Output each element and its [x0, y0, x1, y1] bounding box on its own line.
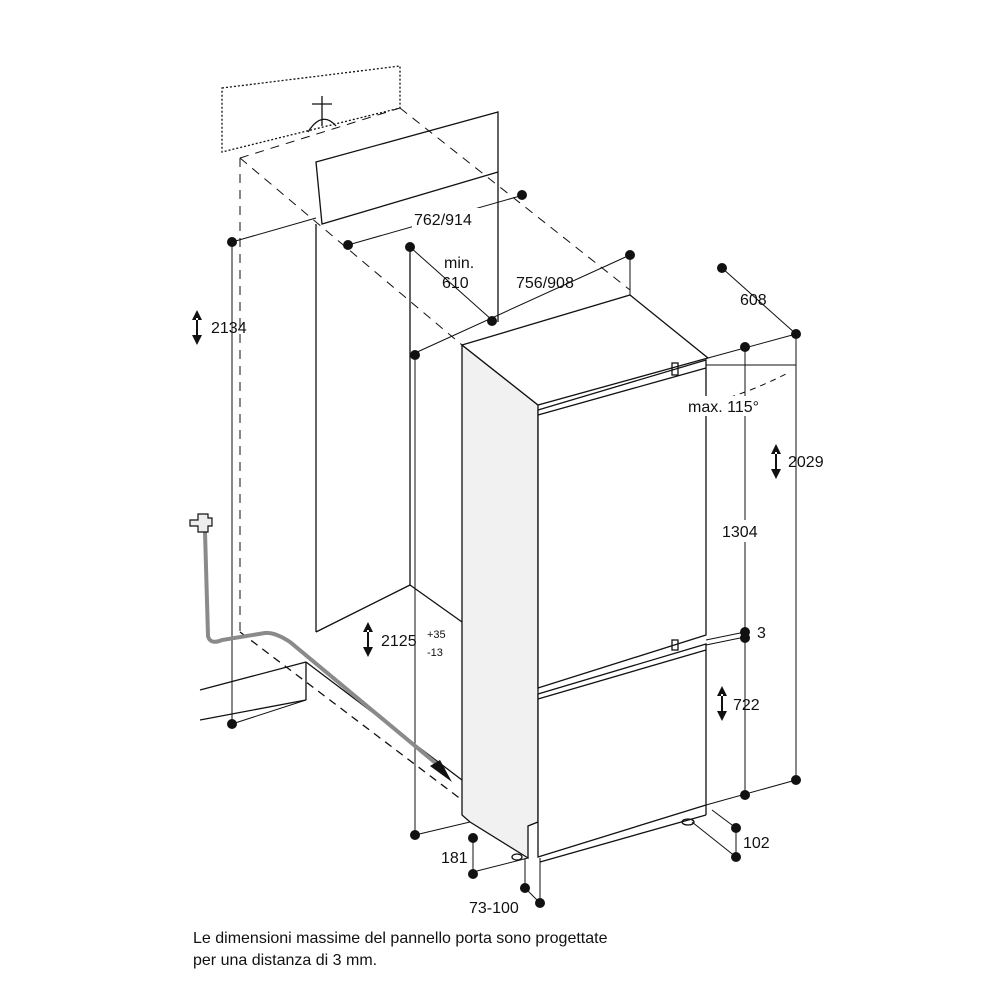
dim-722: 722 [733, 697, 760, 714]
caption-line-1: Le dimensioni massime del pannello porta… [193, 930, 608, 947]
dim-2125-minus: -13 [427, 647, 443, 659]
dim-door-angle: max. 115° [688, 399, 759, 416]
pipe-arrow-icon [430, 760, 452, 782]
water-tap-icon [189, 513, 213, 533]
vent-symbol [307, 96, 337, 133]
dim-102: 102 [743, 835, 770, 852]
fridge-foot [681, 818, 695, 826]
water-pipe [203, 531, 446, 772]
dimension-dots [227, 190, 801, 908]
door-handle-top [671, 362, 679, 376]
fridge-side-panel [461, 343, 539, 860]
floor-line [199, 661, 307, 691]
dim-762-914: 762/914 [414, 212, 472, 229]
dim-min-label: min. [444, 255, 474, 272]
dim-2029: 2029 [788, 454, 824, 471]
dim-3: 3 [757, 625, 766, 642]
fridge-top [460, 294, 710, 406]
ventilation-box [221, 65, 401, 153]
dim-2125-plus: +35 [427, 629, 446, 641]
dim-73-100: 73-100 [469, 900, 519, 917]
upper-door [537, 359, 707, 689]
dim-2125: 2125 [381, 633, 417, 650]
soffit-block [315, 111, 499, 225]
dim-2134: 2134 [211, 320, 247, 337]
dim-756-908: 756/908 [516, 275, 574, 292]
caption: Le dimensioni massime del pannello porta… [193, 928, 607, 972]
dim-608: 608 [740, 292, 767, 309]
caption-line-2: per una distanza di 3 mm. [193, 952, 378, 969]
height-arrow-icons [192, 310, 781, 721]
dim-181: 181 [441, 850, 468, 867]
dim-1304: 1304 [722, 524, 758, 541]
dim-min-610: 610 [442, 275, 469, 292]
